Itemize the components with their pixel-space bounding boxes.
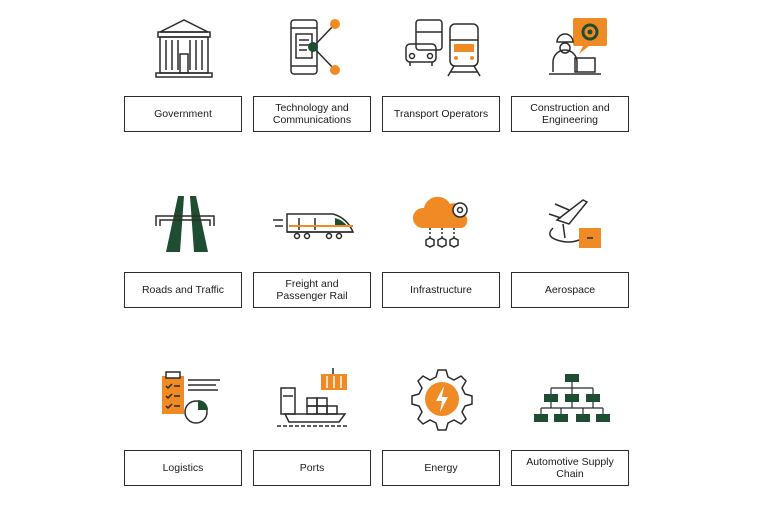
sector-label: Ports — [253, 450, 371, 486]
cloud-network-icon — [398, 190, 486, 256]
sector-label: Infrastructure — [382, 272, 500, 308]
airplane-package-icon — [527, 190, 615, 256]
sector-label: Automotive Supply Chain — [511, 450, 629, 486]
hierarchy-chart-icon — [527, 366, 615, 432]
checklist-chart-icon — [140, 366, 228, 432]
sector-label: Transport Operators — [382, 96, 500, 132]
road-icon — [140, 190, 228, 256]
engineer-gear-icon — [527, 14, 615, 80]
car-bus-train-icon — [398, 14, 486, 80]
sector-label: Energy — [382, 450, 500, 486]
energy-gear-icon — [398, 366, 486, 432]
phone-network-icon — [269, 14, 357, 80]
sector-label: Technology and Communications — [253, 96, 371, 132]
sector-label: Government — [124, 96, 242, 132]
sector-label: Construction and Engineering — [511, 96, 629, 132]
cargo-ship-icon — [269, 366, 357, 432]
sector-label: Roads and Traffic — [124, 272, 242, 308]
sector-label: Aerospace — [511, 272, 629, 308]
sector-label: Freight and Passenger Rail — [253, 272, 371, 308]
high-speed-train-icon — [269, 190, 357, 256]
government-building-icon — [140, 14, 228, 80]
sector-label: Logistics — [124, 450, 242, 486]
